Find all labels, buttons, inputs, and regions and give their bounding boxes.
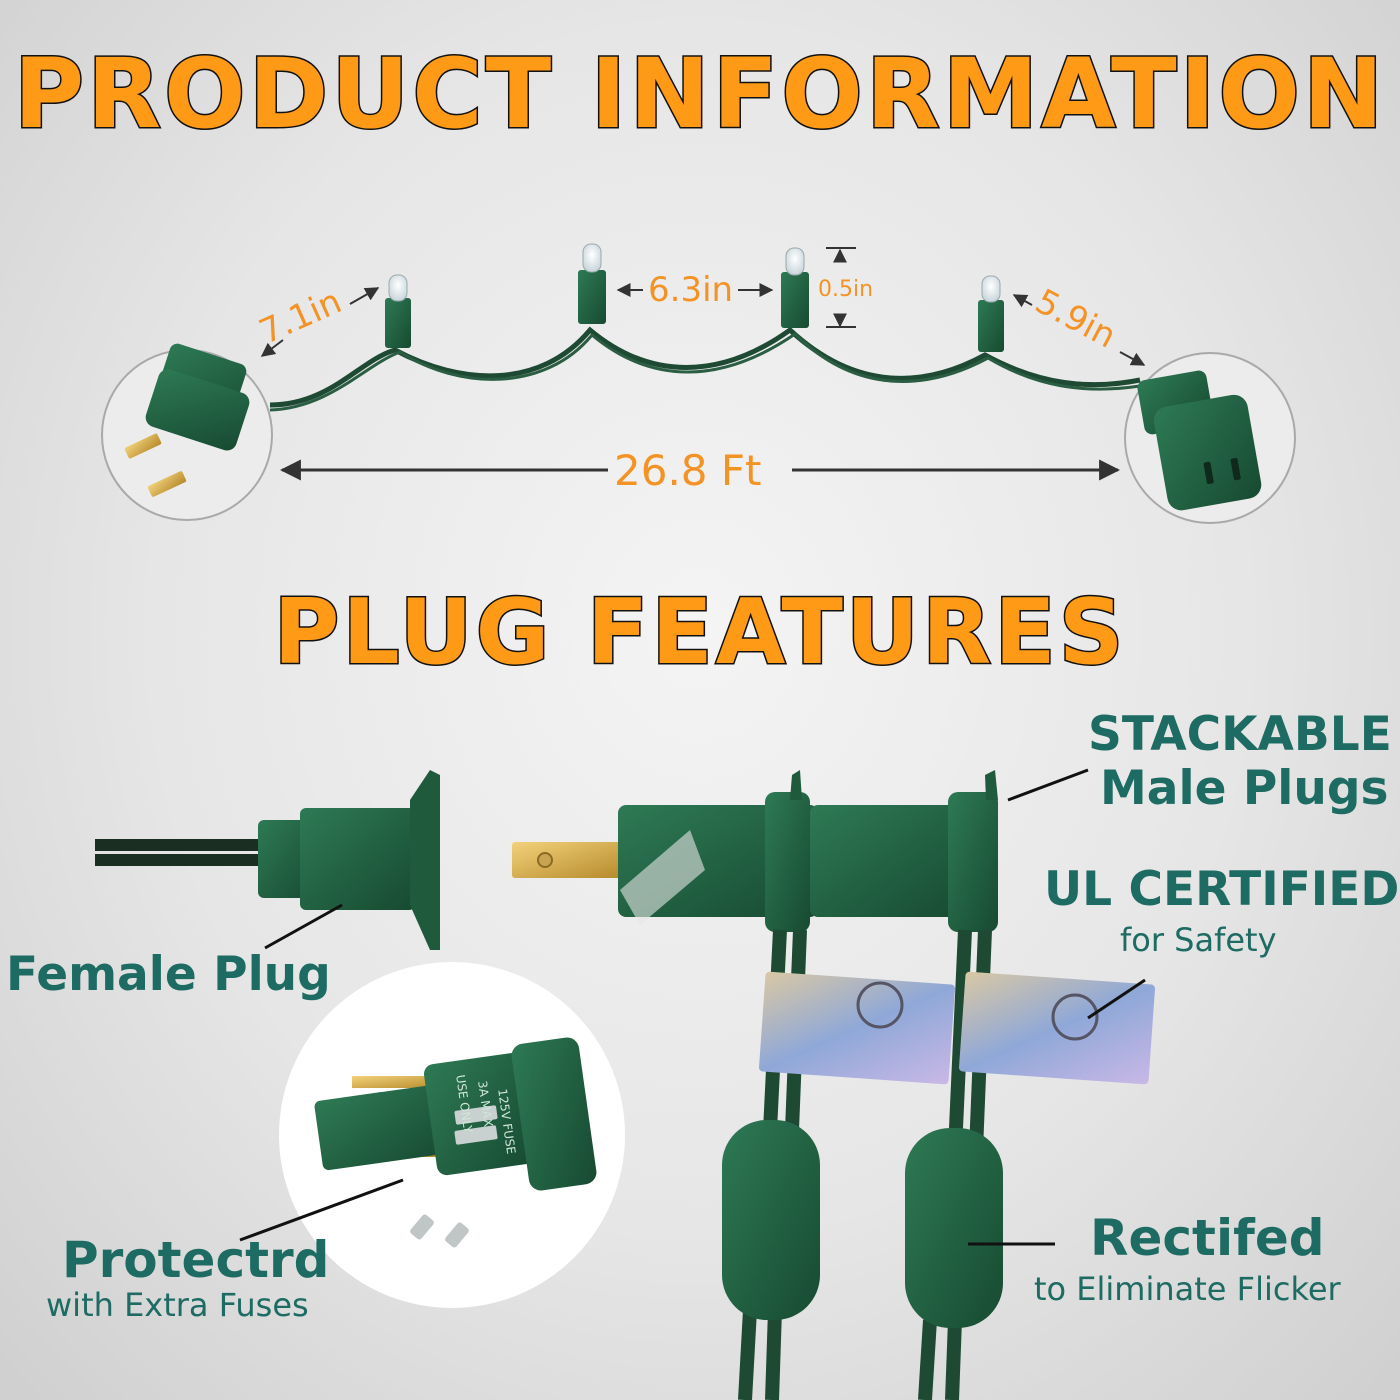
ul-label: [759, 971, 955, 1085]
female-plug-closeup: [1124, 352, 1296, 524]
protected-title: Protectrd: [62, 1231, 330, 1289]
bulb: [781, 247, 809, 328]
stackable-male-plugs: [618, 770, 998, 932]
rectified-title: Rectifed: [1090, 1209, 1325, 1267]
fuse-closeup: [279, 962, 625, 1308]
female-plug-label: Female Plug: [6, 947, 331, 1002]
ul-label: [959, 971, 1155, 1085]
bulb: [385, 274, 411, 348]
product-information-title: PRODUCT INFORMATION: [12, 37, 1387, 152]
dimension-total-length: 26.8 Ft: [614, 446, 762, 495]
ul-certified-subtitle: for Safety: [1120, 921, 1277, 959]
female-plug: [95, 770, 440, 950]
bulb: [978, 275, 1004, 352]
male-plug-prong: [512, 842, 622, 878]
plug-features-title: PLUG FEATURES: [272, 579, 1127, 687]
bulb: [578, 243, 606, 324]
stackable-title: STACKABLE: [1088, 707, 1392, 762]
protected-subtitle: with Extra Fuses: [46, 1286, 309, 1324]
dimension-spacing-middle: 6.3in: [648, 270, 734, 310]
ul-certified-title: UL CERTIFIED: [1044, 862, 1400, 917]
dimension-bulb-height: 0.5in: [818, 277, 874, 302]
stackable-subtitle: Male Plugs: [1100, 761, 1389, 816]
light-string: [269, 326, 1141, 412]
male-plug-closeup: [101, 343, 273, 521]
rectifier: [722, 1120, 1003, 1328]
rectified-subtitle: to Eliminate Flicker: [1034, 1270, 1341, 1308]
callout-lines: [239, 768, 1146, 1246]
